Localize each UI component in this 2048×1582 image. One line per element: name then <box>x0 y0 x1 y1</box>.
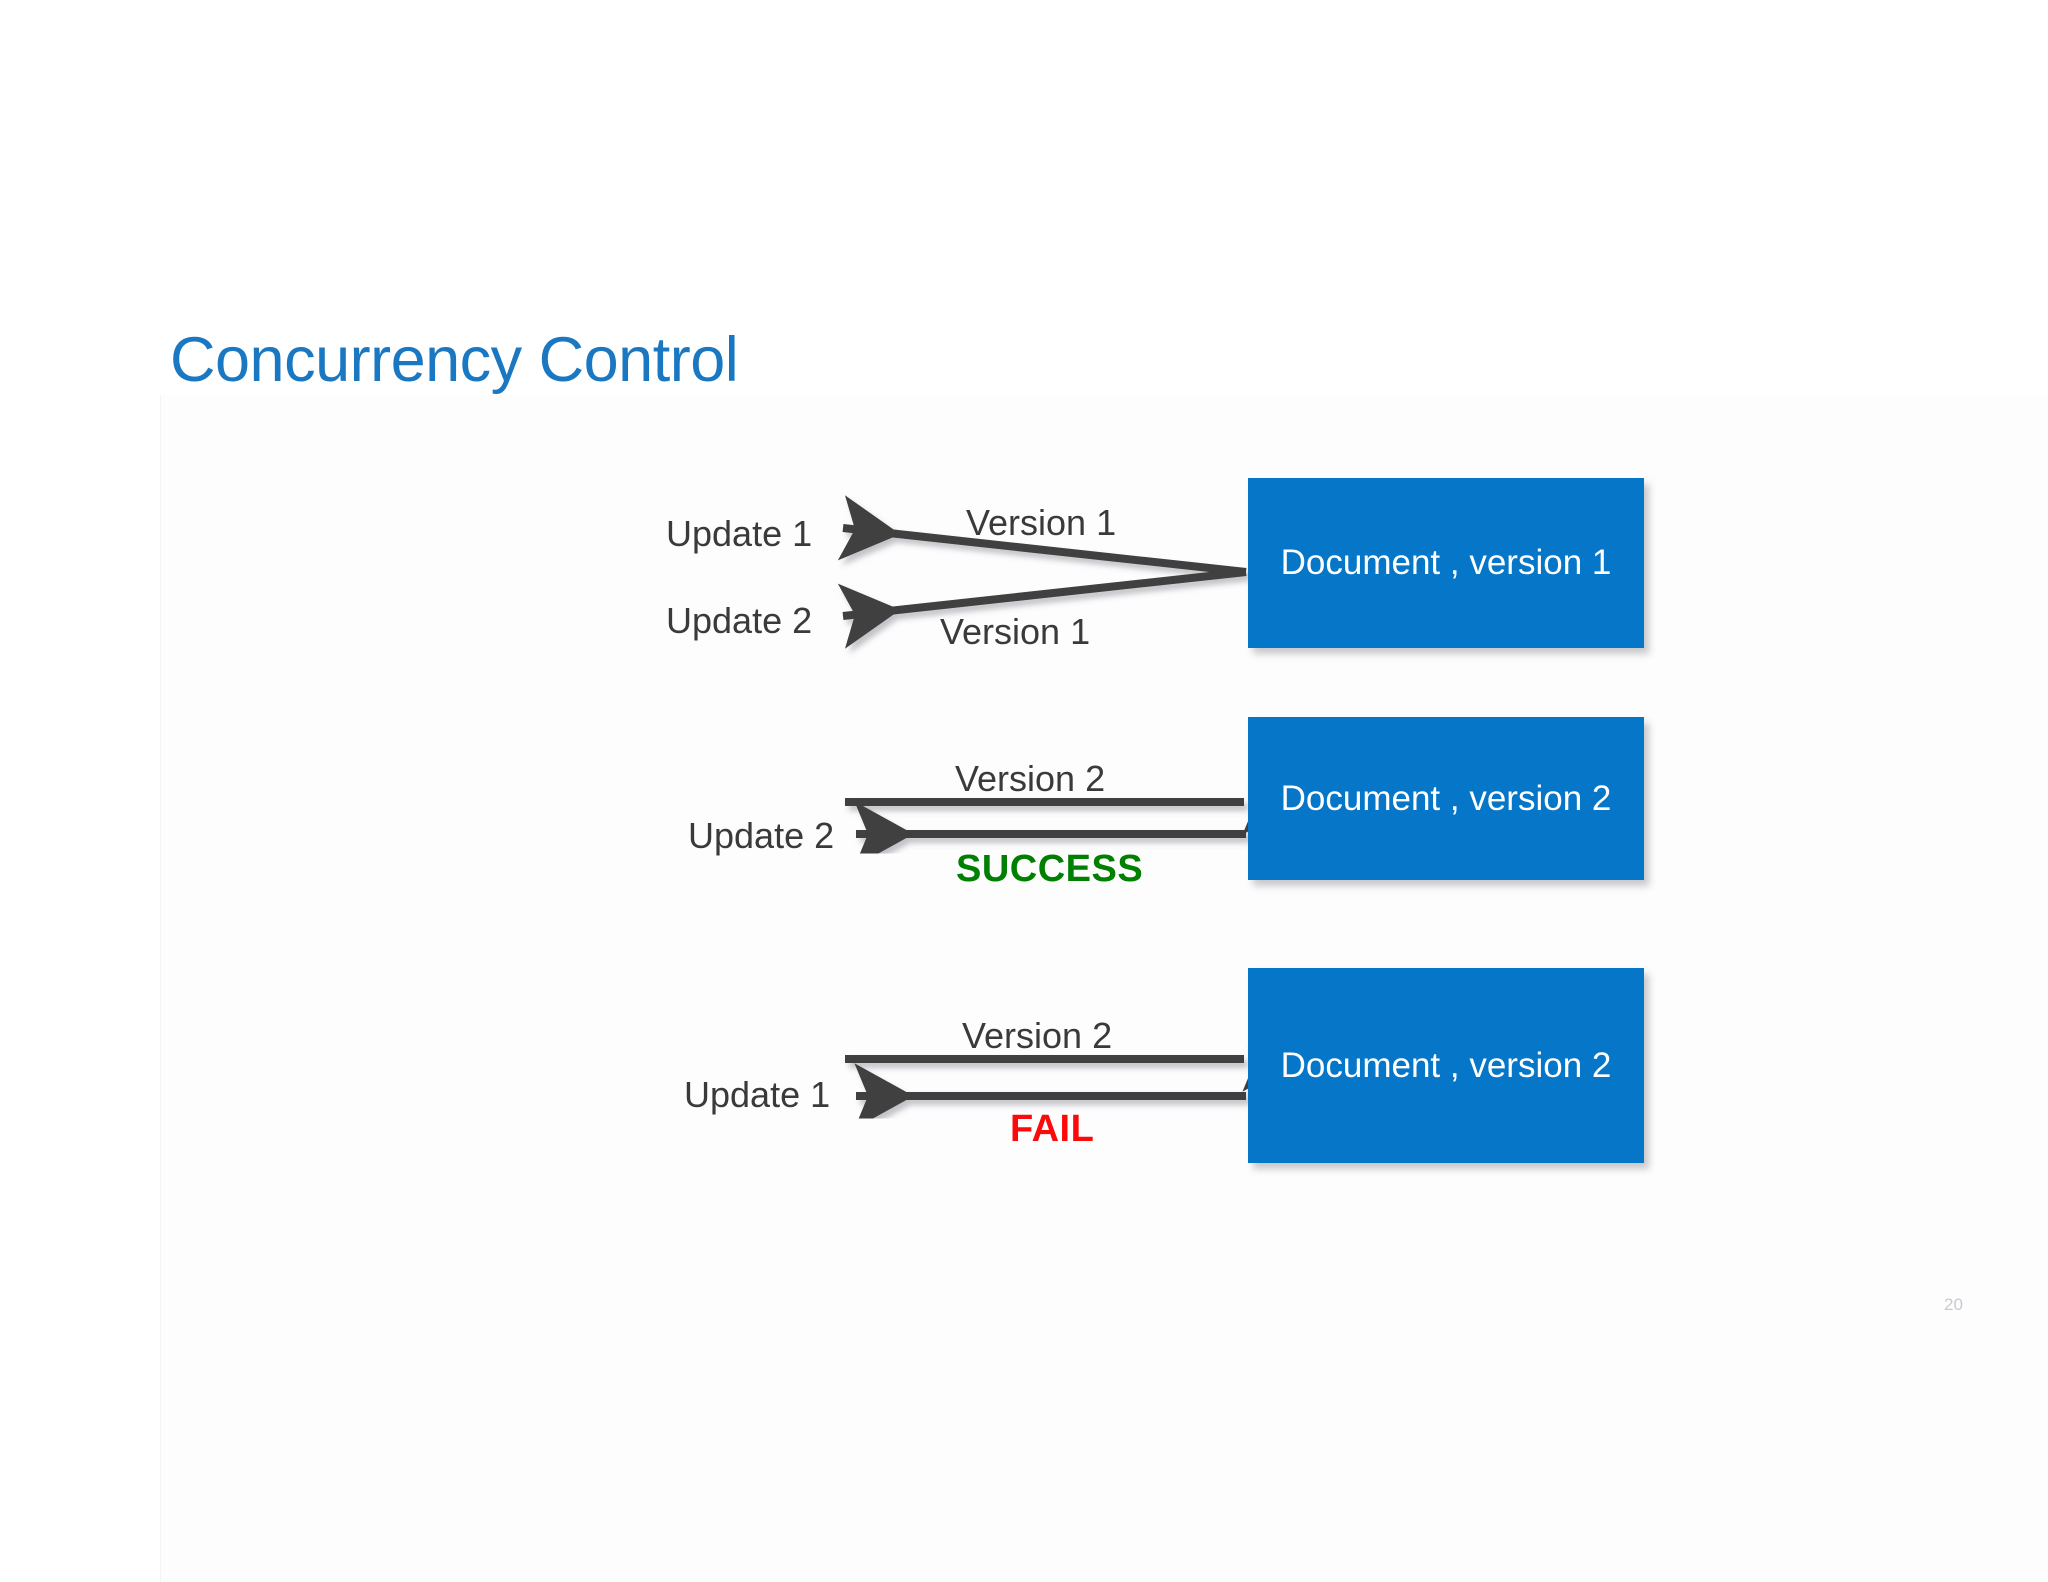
document-box-version-2-success: Document , version 2 <box>1248 717 1644 880</box>
edge-label-version-1-top: Version 1 <box>966 502 1117 543</box>
document-box-version-1: Document , version 1 <box>1248 478 1644 648</box>
page-number: 20 <box>1944 1295 1963 1314</box>
actor-label-update-2-group-2: Update 2 <box>688 815 835 856</box>
edge-label-version-2-success: Version 2 <box>955 758 1106 799</box>
document-box-label: Document , version 2 <box>1280 1045 1612 1085</box>
slide-content-area <box>160 395 2048 1582</box>
document-box-version-2-fail: Document , version 2 <box>1248 968 1644 1163</box>
page-title: Concurrency Control <box>170 325 739 395</box>
edge-label-version-1-bottom: Version 1 <box>940 611 1091 652</box>
actor-label-update-1-group-1: Update 1 <box>666 513 813 554</box>
actor-label-update-2-group-1: Update 2 <box>666 600 813 641</box>
document-box-label: Document , version 2 <box>1280 778 1612 818</box>
status-badge-fail: FAIL <box>1010 1108 1095 1150</box>
edge-label-version-2-fail: Version 2 <box>962 1015 1113 1056</box>
status-badge-success: SUCCESS <box>956 848 1144 890</box>
actor-label-update-1-group-3: Update 1 <box>684 1074 831 1115</box>
document-box-label: Document , version 1 <box>1280 543 1612 582</box>
